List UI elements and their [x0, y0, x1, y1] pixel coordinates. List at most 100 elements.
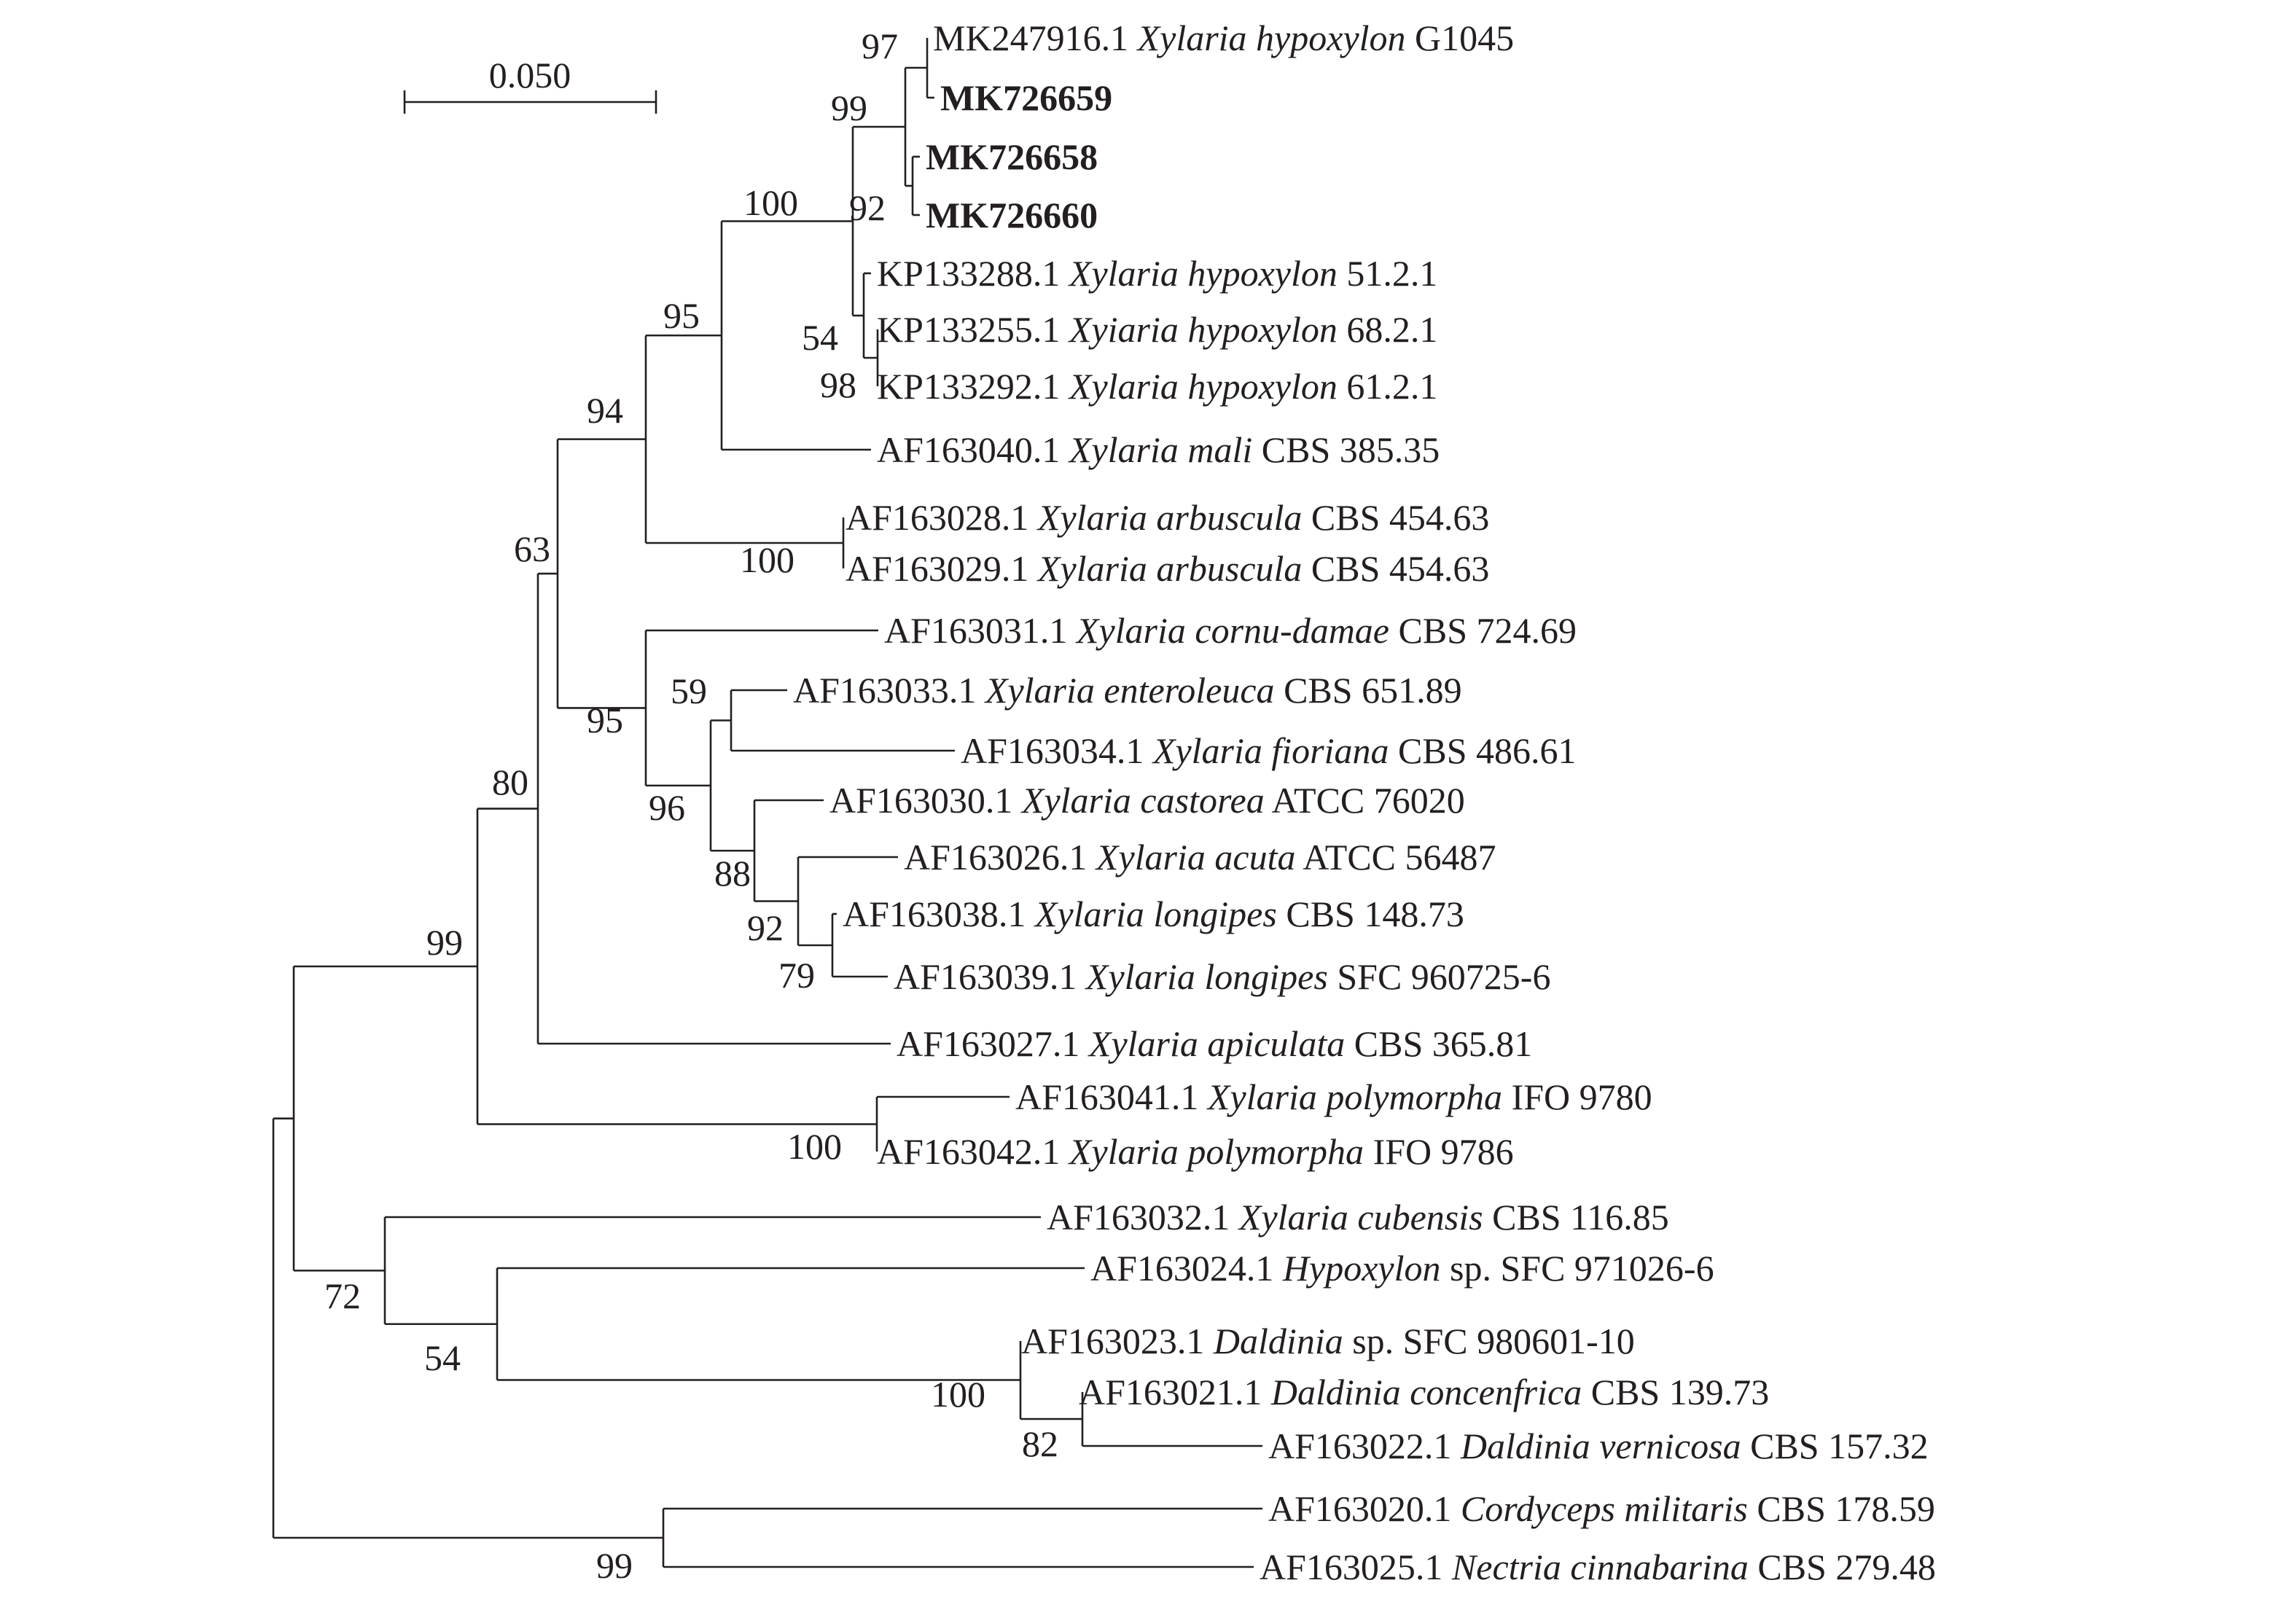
taxon-label: MK726658: [926, 136, 1098, 177]
taxon-label-part: KP133292.1: [877, 366, 1069, 407]
taxon-label-part: Xylaria mali: [1068, 429, 1252, 470]
taxon-label-part: Nectria cinnabarina: [1451, 1547, 1749, 1587]
taxon-label-part: CBS 365.81: [1345, 1023, 1532, 1064]
scale-bar-label: 0.050: [489, 55, 571, 95]
taxon-label: AF163024.1 Hypoxylon sp. SFC 971026-6: [1090, 1248, 1714, 1289]
bootstrap-value: 95: [587, 700, 623, 740]
taxon-label: AF163038.1 Xylaria longipes CBS 148.73: [843, 894, 1464, 934]
bootstrap-value: 54: [424, 1337, 461, 1378]
taxon-label: MK247916.1 Xylaria hypoxylon G1045: [933, 17, 1514, 58]
taxon-label-part: Xylaria enteroleuca: [984, 670, 1275, 711]
taxon-label-part: AF163020.1: [1268, 1488, 1461, 1529]
taxon-label-part: Xylaria polymorpha: [1068, 1131, 1364, 1172]
taxon-label-part: AF163040.1: [877, 429, 1069, 470]
bootstrap-value: 63: [514, 528, 550, 569]
taxon-label-part: Daldinia: [1213, 1321, 1343, 1361]
taxon-label-part: AF163029.1: [846, 548, 1038, 589]
taxon-label-part: KP133288.1: [877, 253, 1069, 294]
taxon-label-part: 61.2.1: [1338, 366, 1438, 407]
taxon-label-part: 51.2.1: [1338, 253, 1438, 294]
taxon-label: KP133292.1 Xylaria hypoxylon 61.2.1: [877, 366, 1437, 407]
taxon-label-part: AF163021.1: [1079, 1372, 1271, 1412]
taxon-label: AF163030.1 Xylaria castorea ATCC 76020: [829, 780, 1465, 821]
taxon-label-part: CBS 157.32: [1741, 1426, 1929, 1466]
taxon-label-part: AF163028.1: [846, 497, 1038, 538]
taxon-label: AF163032.1 Xylaria cubensis CBS 116.85: [1047, 1197, 1669, 1238]
taxon-label-part: Xylaria hypoxylon: [1068, 253, 1338, 294]
taxon-label-part: IFO 9780: [1502, 1076, 1652, 1117]
taxon-label-part: CBS 385.35: [1252, 429, 1440, 470]
bootstrap-value: 100: [787, 1126, 842, 1167]
taxon-label-part: CBS 148.73: [1277, 894, 1464, 934]
taxon-label-part: AF163032.1: [1047, 1197, 1239, 1238]
taxon-label: AF163042.1 Xylaria polymorpha IFO 9786: [877, 1131, 1514, 1172]
taxon-label: AF163026.1 Xylaria acuta ATCC 56487: [904, 837, 1496, 877]
taxon-label-part: AF163025.1: [1260, 1547, 1452, 1587]
taxon-label: AF163021.1 Daldinia concenfrica CBS 139.…: [1079, 1372, 1769, 1412]
taxon-label-part: KP133255.1: [877, 309, 1069, 350]
bootstrap-value: 99: [596, 1545, 633, 1586]
taxon-label-part: Cordyceps militaris: [1461, 1488, 1748, 1529]
taxon-label-part: CBS 454.63: [1302, 548, 1489, 589]
taxon-label-part: MK726658: [926, 136, 1098, 177]
bootstrap-value: 100: [743, 182, 798, 223]
bootstrap-value: 79: [778, 955, 815, 996]
taxon-label: AF163040.1 Xylaria mali CBS 385.35: [877, 429, 1440, 470]
taxon-label-part: SFC 960725-6: [1328, 956, 1551, 997]
bootstrap-value: 80: [492, 762, 528, 802]
taxon-label-part: ATCC 56487: [1295, 837, 1496, 877]
bootstrap-value: 92: [747, 907, 784, 948]
taxon-label: AF163022.1 Daldinia vernicosa CBS 157.32: [1268, 1426, 1929, 1466]
taxon-label-part: Xylaria polymorpha: [1206, 1076, 1502, 1117]
bootstrap-value: 98: [820, 364, 856, 405]
taxon-label-part: AF163022.1: [1268, 1426, 1461, 1466]
taxon-label-part: MK247916.1: [933, 17, 1138, 58]
taxon-label: KP133288.1 Xylaria hypoxylon 51.2.1: [877, 253, 1437, 294]
taxon-label-part: ATCC 76020: [1265, 780, 1465, 821]
taxon-label-part: IFO 9786: [1364, 1131, 1514, 1172]
taxon-label-part: Xylaria longipes: [1085, 956, 1328, 997]
taxon-label: KP133255.1 Xyiaria hypoxylon 68.2.1: [877, 309, 1437, 350]
taxon-label: AF163023.1 Daldinia sp. SFC 980601-10: [1021, 1321, 1635, 1361]
tree-branches: [272, 38, 1262, 1568]
bootstrap-value: 94: [587, 390, 623, 431]
bootstrap-values: 9792999854100951009479928859969563100808…: [324, 26, 1058, 1586]
bootstrap-value: 88: [714, 853, 751, 894]
taxon-label-part: 68.2.1: [1338, 309, 1438, 350]
taxon-label-part: sp. SFC 980601-10: [1343, 1321, 1635, 1361]
taxon-label-part: Xylaria hypoxylon: [1136, 17, 1406, 58]
taxon-label-part: CBS 724.69: [1389, 610, 1577, 651]
taxon-label-part: AF163041.1: [1015, 1076, 1208, 1117]
taxon-label-part: Daldinia vernicosa: [1460, 1426, 1741, 1466]
bootstrap-value: 99: [831, 87, 867, 128]
taxon-label: AF163020.1 Cordyceps militaris CBS 178.5…: [1268, 1488, 1935, 1529]
taxon-label-part: CBS 486.61: [1389, 730, 1577, 771]
bootstrap-value: 82: [1022, 1423, 1058, 1464]
taxon-label-part: CBS 116.85: [1483, 1197, 1669, 1238]
taxon-label-part: Xylaria longipes: [1034, 894, 1277, 934]
taxon-label-part: Xylaria fioriana: [1152, 730, 1389, 771]
taxon-label-part: AF163023.1: [1021, 1321, 1214, 1361]
taxon-label: AF163034.1 Xylaria fioriana CBS 486.61: [961, 730, 1577, 771]
taxon-label-part: CBS 651.89: [1275, 670, 1462, 711]
taxon-label: AF163033.1 Xylaria enteroleuca CBS 651.8…: [793, 670, 1462, 711]
bootstrap-value: 96: [649, 787, 685, 828]
taxon-label: AF163025.1 Nectria cinnabarina CBS 279.4…: [1260, 1547, 1936, 1587]
taxon-label-part: CBS 139.73: [1582, 1372, 1769, 1412]
bootstrap-value: 72: [324, 1275, 361, 1316]
scale-bar: 0.050: [403, 55, 657, 114]
taxon-label: AF163031.1 Xylaria cornu-damae CBS 724.6…: [884, 610, 1577, 651]
bootstrap-value: 100: [931, 1374, 985, 1415]
taxon-label-part: Daldinia concenfrica: [1270, 1372, 1582, 1412]
taxon-label: MK726659: [940, 77, 1112, 118]
taxon-label-part: AF163027.1: [897, 1023, 1089, 1064]
taxon-label-part: AF163034.1: [961, 730, 1153, 771]
taxon-label-part: MK726659: [940, 77, 1112, 118]
taxon-label-part: AF163024.1: [1090, 1248, 1283, 1289]
taxon-label-part: AF163042.1: [877, 1131, 1069, 1172]
taxon-label-part: Xylaria cubensis: [1238, 1197, 1483, 1238]
taxon-label-part: AF163031.1: [884, 610, 1077, 651]
taxon-label-part: sp. SFC 971026-6: [1441, 1248, 1714, 1289]
bootstrap-value: 100: [740, 539, 794, 580]
